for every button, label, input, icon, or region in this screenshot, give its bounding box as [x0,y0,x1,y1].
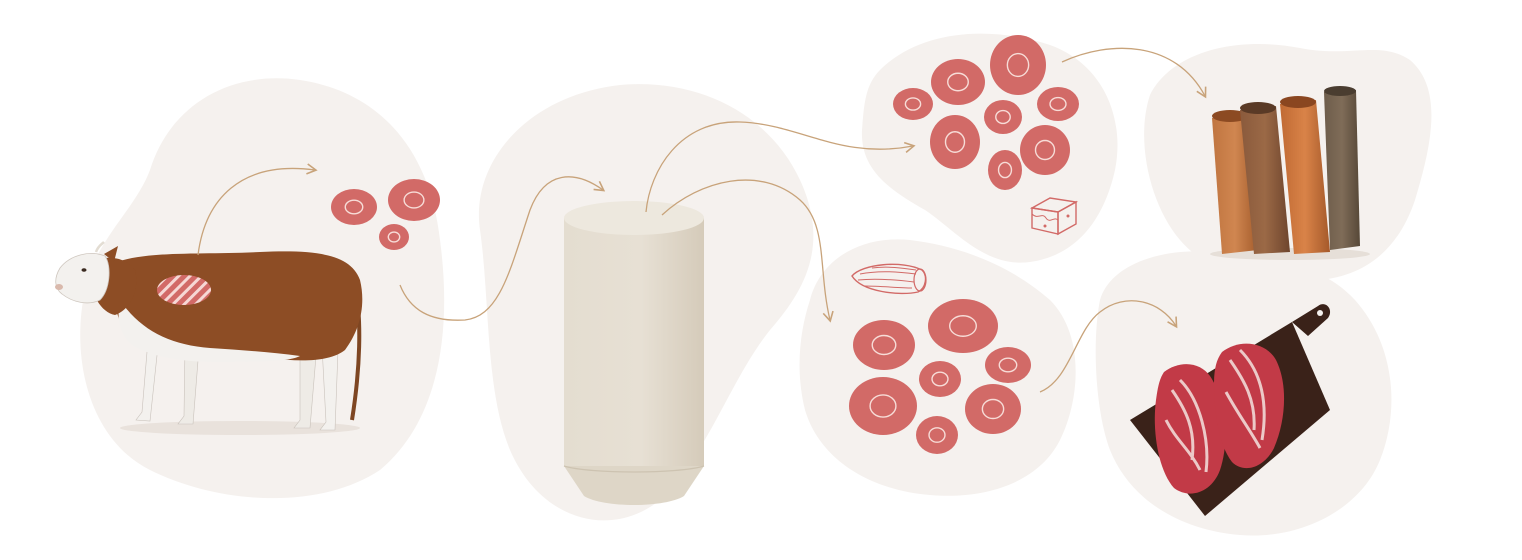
arrow-bioreactor-to-skin-cells [645,121,916,213]
cow-horn [94,241,105,253]
steak-on-board-icon [1130,304,1331,516]
flow-arrows [197,47,1207,393]
skin-cell-nucleus [1049,96,1067,112]
muscle-cell [916,416,958,454]
sample-cell-nucleus [387,231,401,243]
leather-roll-brown [1240,106,1290,254]
cow-eye [81,268,87,272]
muscle-cell-nucleus [998,357,1018,373]
muscle-cell-nucleus [981,398,1005,420]
sample-cell-nucleus [403,191,425,209]
skin-cell-nucleus [1034,139,1056,161]
cow-ear [104,246,118,262]
tissue-sample-marker [157,275,211,305]
tank-body [564,218,704,466]
arrow-skin-cells-to-leather [1061,47,1207,99]
muscle-cell [853,320,915,370]
arrow-cells-to-bioreactor [399,176,606,321]
muscle-cell-nucleus [871,334,897,356]
leather-roll-orange [1280,100,1330,254]
skin-cell-cluster-icon [893,35,1079,190]
muscle-cell [985,347,1031,383]
leather-roll-olive [1324,90,1360,250]
muscle-cell-cluster-icon [849,299,1031,454]
muscle-cell-nucleus [931,371,949,387]
tissue-cube-icon [1029,197,1079,236]
skin-cell [988,150,1022,190]
arrow-bioreactor-to-muscle-cells [661,179,834,323]
sample-cell-nucleus [344,199,364,215]
skin-cell [931,59,985,105]
skin-cell [930,115,980,169]
arrow-muscle-cells-to-meat [1039,300,1178,393]
skin-cell-nucleus [947,72,969,92]
sample-cell [331,189,377,225]
sample-cell [388,179,440,221]
cow-nose [55,284,63,290]
skin-cell [1037,87,1079,121]
cow-illustration [55,241,363,435]
arrow-cow-to-cells [197,163,318,256]
skin-cell-nucleus [944,131,966,153]
sample-cell [379,224,409,250]
muscle-cell [849,377,917,435]
skin-cell [990,35,1046,95]
skin-cell [1020,125,1070,175]
bioreactor-tank-icon [563,201,705,505]
cow-head [55,253,110,304]
skin-cell-nucleus [904,97,922,111]
skin-cell [984,100,1022,134]
cow-white-patch [118,300,300,362]
muscle-cell-nucleus [869,394,897,418]
muscle-cell [928,299,998,353]
muscle-cell [919,361,961,397]
skin-cell-nucleus [997,161,1013,179]
skin-cell-nucleus [995,109,1011,125]
cell-cluster-icon [331,179,440,250]
skin-cell-nucleus [1006,52,1030,78]
tank-cone [564,466,704,505]
muscle-fiber-icon [851,263,927,295]
tank-seam [563,465,705,473]
skin-cell [893,88,933,120]
leather-rolls-icon [1210,86,1370,260]
muscle-cell-nucleus [949,315,978,337]
tank-top [564,201,704,235]
steak-right [1214,343,1285,469]
muscle-cell-nucleus [928,427,946,443]
muscle-cell [965,384,1021,434]
